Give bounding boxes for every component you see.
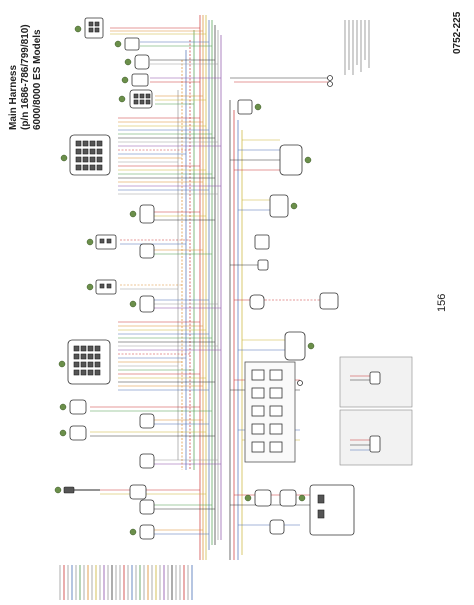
variant-panel-lower (339, 409, 413, 466)
connector-right-7 (279, 489, 297, 507)
callout-badge (60, 154, 68, 162)
connector-mid-3 (139, 243, 155, 259)
connector-mid-4 (95, 279, 117, 295)
callout-badge (129, 210, 137, 218)
callout-badge (290, 202, 298, 210)
callout-badge (114, 40, 122, 48)
connector-top-5 (129, 89, 153, 109)
callout-badge (298, 494, 306, 502)
callout-badge (244, 494, 252, 502)
ecu-2-wires (118, 321, 221, 391)
connector-low-2 (139, 413, 155, 429)
connector-mid-1 (139, 204, 155, 224)
ecu-1-wires (118, 117, 221, 195)
callout-badge (86, 238, 94, 246)
connector-low-6 (139, 499, 155, 515)
connector-top-3 (134, 54, 150, 70)
fuse-panel (244, 361, 296, 463)
notes-block (344, 20, 370, 75)
callout-badge (118, 95, 126, 103)
title-line-2: (p/n 1686-786/799/810) (20, 24, 31, 130)
connector-low-1 (69, 399, 87, 415)
callout-badge (254, 103, 262, 111)
connector-low-4 (139, 453, 155, 469)
callout-badge (121, 76, 129, 84)
trunk-wires (177, 15, 243, 560)
connector-right-6 (254, 489, 272, 507)
variant-panel-upper (339, 356, 413, 408)
control-module (309, 484, 355, 536)
callout-badge (59, 429, 67, 437)
connector-low-5 (129, 484, 147, 500)
connector-right-5 (284, 331, 306, 361)
callout-badge (307, 342, 315, 350)
callout-badge (129, 300, 137, 308)
callout-badge (304, 156, 312, 164)
connector-right-1 (279, 144, 303, 176)
connector-top-1 (84, 17, 104, 39)
document-number: 0752-225 (452, 11, 463, 54)
title-line-1: Main Harness (8, 64, 19, 130)
sensor-probe (63, 486, 75, 494)
connector-right-8 (269, 519, 285, 535)
callout-badge (124, 58, 132, 66)
connector-top-4 (131, 73, 149, 87)
lower-connector-wires (70, 406, 221, 535)
connector-mid-5 (139, 295, 155, 313)
callout-badge (58, 360, 66, 368)
wire-legend (59, 565, 193, 600)
connector-right-3 (254, 234, 270, 250)
connector-right-2 (269, 194, 289, 218)
connector-mid-2 (95, 234, 117, 250)
callout-badge (74, 25, 82, 33)
connector-right-4 (249, 294, 265, 310)
ecu-connector-2 (67, 339, 111, 385)
top-connector-wires (110, 27, 221, 105)
mid-connector-wires (120, 211, 221, 309)
page-number: 156 (436, 293, 448, 312)
callout-badge (54, 486, 62, 494)
ring-terminal-2 (297, 380, 303, 386)
connector-low-7 (139, 524, 155, 540)
ground-point (257, 259, 269, 271)
connector-low-3 (69, 425, 87, 441)
relay-block (237, 99, 253, 115)
title-line-3: 6000/8000 ES Models (32, 29, 43, 130)
ecu-connector-1 (69, 134, 111, 176)
callout-badge (86, 283, 94, 291)
callout-badge (59, 403, 67, 411)
callout-badge (129, 528, 137, 536)
connector-top-2 (124, 37, 140, 51)
sensor-right (319, 292, 339, 310)
ring-terminals (327, 75, 333, 87)
